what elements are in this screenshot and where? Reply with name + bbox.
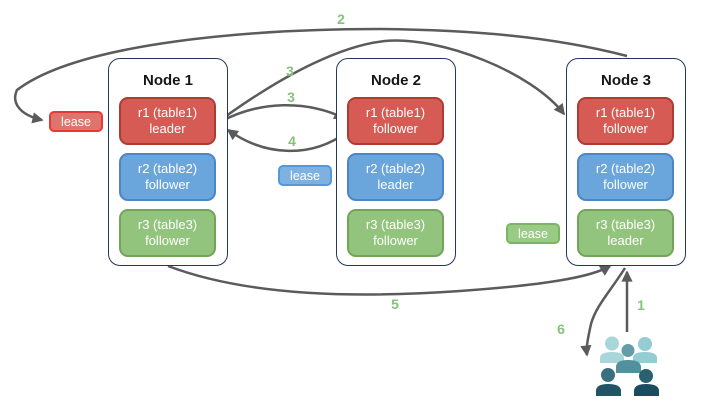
lease-badge-r3: lease [506, 223, 560, 244]
arrow-3-node1-to-node3 [221, 39, 566, 121]
replica-role: follower [145, 177, 190, 192]
lease-badge-r1: lease [49, 111, 103, 132]
node-1: Node 1 r1 (table1) leader r2 (table2) fo… [108, 58, 228, 266]
node-2: Node 2 r1 (table1) follower r2 (table2) … [336, 58, 456, 266]
arrow-6-node3-to-clients [580, 267, 627, 357]
replica-role: follower [603, 177, 648, 192]
person-icon [600, 336, 624, 363]
node1-replica-r2: r2 (table2) follower [119, 153, 216, 201]
person-icon [633, 337, 657, 363]
replica-range: r1 (table1) [365, 105, 426, 120]
node-1-title: Node 1 [142, 72, 193, 89]
replica-range: r1 (table1) [595, 105, 656, 120]
step-label-3a: 3 [286, 63, 294, 79]
replica-range: r3 (table3) [595, 217, 656, 232]
replica-role: follower [145, 233, 190, 248]
arrow-3-node1-to-node2 [221, 104, 346, 123]
replica-role: follower [603, 121, 648, 136]
replica-range: r3 (table3) [137, 217, 198, 232]
arrow-4-node2-to-node1 [226, 128, 348, 153]
node-3: Node 3 r1 (table1) follower r2 (table2) … [566, 58, 686, 266]
node2-replica-r2: r2 (table2) leader [347, 153, 444, 201]
node-3-title: Node 3 [600, 72, 651, 89]
arrow-5-node1-to-node3 [167, 264, 612, 296]
replica-role: leader [149, 121, 186, 136]
step-label-4: 4 [288, 133, 296, 149]
lease-badge-r2: lease [278, 165, 332, 186]
replica-range: r3 (table3) [365, 217, 426, 232]
person-icon [596, 368, 621, 396]
users-group-icon [596, 336, 659, 396]
replica-range: r2 (table2) [137, 161, 198, 176]
node-2-title: Node 2 [370, 72, 421, 89]
step-label-2: 2 [337, 11, 345, 27]
replica-role: leader [607, 233, 644, 248]
node3-replica-r1: r1 (table1) follower [577, 97, 674, 145]
node2-replica-r3: r3 (table3) follower [347, 209, 444, 257]
arrow-2-node3-to-lease1 [14, 27, 628, 124]
replica-role: follower [373, 233, 418, 248]
step-label-5: 5 [391, 296, 399, 312]
node1-replica-r3: r3 (table3) follower [119, 209, 216, 257]
step-label-3b: 3 [287, 89, 295, 105]
node1-replica-r1: r1 (table1) leader [119, 97, 216, 145]
step-label-6: 6 [557, 321, 565, 337]
step-label-1: 1 [637, 297, 645, 313]
person-icon [634, 369, 659, 396]
replica-role: leader [377, 177, 414, 192]
node2-replica-r1: r1 (table1) follower [347, 97, 444, 145]
replica-range: r2 (table2) [595, 161, 656, 176]
node3-replica-r3: r3 (table3) leader [577, 209, 674, 257]
replica-range: r2 (table2) [365, 161, 426, 176]
node3-replica-r2: r2 (table2) follower [577, 153, 674, 201]
replica-range: r1 (table1) [137, 105, 198, 120]
replica-role: follower [373, 121, 418, 136]
person-icon [616, 344, 641, 373]
